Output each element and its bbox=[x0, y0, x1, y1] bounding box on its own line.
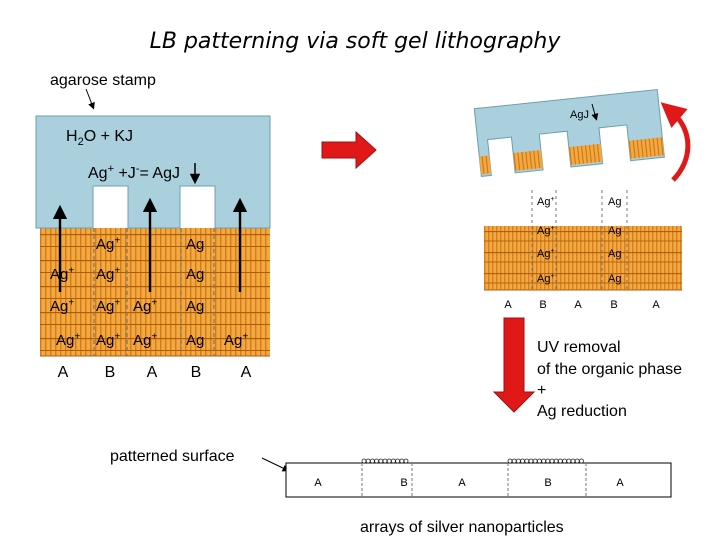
region-label: B bbox=[610, 299, 617, 311]
nanoparticle bbox=[516, 458, 521, 464]
nanoparticle bbox=[574, 458, 580, 464]
ion-label: Ag+ bbox=[96, 265, 120, 283]
silver-nanoparticle-arrays bbox=[361, 458, 587, 497]
nanoparticle bbox=[524, 458, 530, 464]
process-arrow-right bbox=[321, 130, 377, 170]
region-label: B bbox=[191, 364, 202, 381]
uv-step-line4: Ag reduction bbox=[537, 403, 627, 420]
ion-label: Ag bbox=[608, 196, 621, 208]
reaction-label: Ag+ +J-= AgJ bbox=[88, 163, 180, 182]
agarose-stamp-label: agarose stamp bbox=[50, 72, 156, 89]
nanoparticle bbox=[553, 458, 559, 464]
ion-label: Ag bbox=[186, 236, 204, 253]
agarose-stamp-left bbox=[35, 115, 271, 229]
ion-label: Ag bbox=[186, 298, 204, 315]
nanoparticle bbox=[403, 458, 409, 464]
ion-label: Ag bbox=[608, 225, 621, 237]
uv-step-line3: + bbox=[537, 382, 546, 399]
nanoparticle bbox=[562, 458, 567, 464]
ion-label: Ag+ bbox=[56, 331, 80, 349]
ion-label: Ag bbox=[608, 273, 621, 285]
agarose-stamp-pointer bbox=[85, 88, 95, 110]
nanoparticle bbox=[537, 458, 542, 464]
region-label: B bbox=[400, 477, 407, 489]
nanoparticle bbox=[395, 458, 401, 464]
stamp-removal-zone bbox=[484, 186, 682, 226]
agarose-stamp-lifted bbox=[473, 89, 665, 177]
region-label: B bbox=[544, 477, 551, 489]
left-region-boundaries bbox=[93, 228, 215, 356]
agj-precipitate-label: AgJ bbox=[570, 109, 589, 121]
ion-label: Ag bbox=[608, 248, 621, 260]
ion-label: Ag+ bbox=[133, 331, 157, 349]
ion-label: Ag bbox=[186, 332, 204, 349]
nanoparticle bbox=[374, 458, 380, 464]
nanoparticle bbox=[382, 458, 388, 464]
ion-label: Ag+ bbox=[537, 273, 555, 285]
ion-label: Ag+ bbox=[537, 248, 555, 260]
uv-step-line2: of the organic phase bbox=[537, 361, 682, 378]
region-label: B bbox=[105, 364, 116, 381]
nanoparticle bbox=[507, 458, 513, 464]
nanoparticle bbox=[566, 458, 572, 464]
stamp-solution-label: H2O + KJ bbox=[66, 128, 133, 148]
lb-film-right bbox=[484, 226, 682, 290]
lift-off-arrow bbox=[660, 102, 691, 182]
nanoparticle bbox=[378, 458, 384, 464]
ion-label: Ag+ bbox=[537, 196, 555, 208]
diagram-title: LB patterning via soft gel lithography bbox=[150, 29, 562, 54]
ion-label: Ag+ bbox=[133, 297, 157, 315]
region-label: B bbox=[539, 299, 546, 311]
region-label: A bbox=[314, 477, 322, 489]
nanoparticle bbox=[558, 458, 563, 464]
nanoparticle bbox=[549, 458, 555, 464]
region-label: A bbox=[504, 299, 512, 311]
region-label: A bbox=[241, 364, 252, 381]
ion-label: Ag+ bbox=[224, 331, 248, 349]
nanoparticle bbox=[541, 458, 546, 464]
nanoparticle bbox=[365, 458, 371, 464]
ion-label: Ag+ bbox=[96, 331, 120, 349]
ion-label: Ag+ bbox=[96, 235, 120, 253]
patterned-surface-label: patterned surface bbox=[110, 448, 235, 465]
ion-label: Ag+ bbox=[537, 225, 555, 237]
nanoparticle bbox=[532, 458, 538, 464]
ion-label: Ag+ bbox=[96, 297, 120, 315]
nanoparticle bbox=[399, 458, 405, 464]
nanoparticles-label: arrays of silver nanoparticles bbox=[360, 519, 564, 536]
ion-label: Ag+ bbox=[50, 297, 74, 315]
process-arrow-down bbox=[492, 317, 536, 413]
region-label: A bbox=[147, 364, 158, 381]
nanoparticle bbox=[570, 458, 576, 464]
substrate bbox=[285, 462, 672, 498]
region-label: A bbox=[58, 364, 69, 381]
ion-label: Ag bbox=[186, 266, 204, 283]
region-label: A bbox=[574, 299, 582, 311]
region-label: A bbox=[616, 477, 624, 489]
uv-step-line1: UV removal bbox=[537, 339, 621, 356]
nanoparticle bbox=[579, 458, 584, 464]
nanoparticle bbox=[511, 458, 517, 464]
region-label: A bbox=[652, 299, 660, 311]
nanoparticle bbox=[386, 458, 392, 464]
region-label: A bbox=[458, 477, 466, 489]
right-region-boundaries bbox=[531, 190, 628, 290]
nanoparticle bbox=[520, 458, 525, 464]
nanoparticle bbox=[528, 458, 534, 464]
nanoparticle bbox=[361, 458, 367, 464]
ion-label: Ag+ bbox=[50, 265, 74, 283]
lb-film-left bbox=[40, 228, 270, 356]
nanoparticle bbox=[545, 458, 551, 464]
nanoparticle bbox=[369, 458, 375, 464]
nanoparticle bbox=[390, 458, 396, 464]
patterned-surface-pointer bbox=[261, 457, 290, 472]
